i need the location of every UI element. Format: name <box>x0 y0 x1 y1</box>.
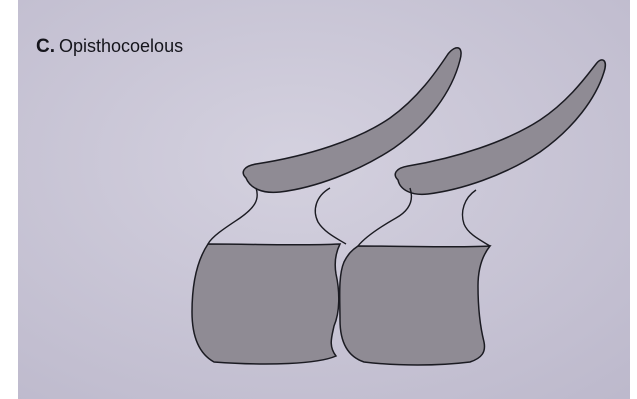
figure-label: C.Opisthocoelous <box>36 36 183 58</box>
page-background <box>18 0 630 399</box>
centrum-left <box>192 244 340 364</box>
figure-letter: C. <box>36 36 55 57</box>
figure-caption: Opisthocoelous <box>59 36 183 56</box>
vertebrae-diagram <box>18 0 630 399</box>
centrum-right <box>340 246 490 365</box>
